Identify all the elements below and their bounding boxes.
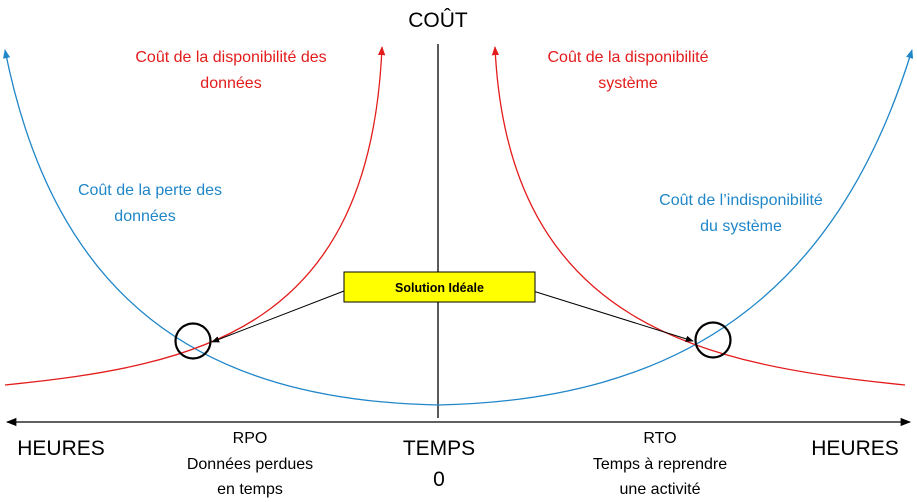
- blue-curve: [3, 49, 914, 406]
- system-unavailability-cost-label-line1: Coût de l’indisponibilité: [659, 192, 823, 209]
- rto-desc-line2: une activité: [620, 481, 701, 498]
- rto-title: RTO: [643, 430, 676, 447]
- rto-intersection-circle: [694, 321, 732, 359]
- ideal-solution-box: [343, 271, 536, 303]
- data-loss-cost-label-line1: Coût de la perte des: [78, 182, 222, 199]
- data-availability-cost-label-line2: données: [200, 75, 261, 92]
- y-axis-label: COÛT: [408, 9, 468, 32]
- system-availability-cost-label-line2: système: [598, 75, 658, 92]
- data-loss-cost-label-line2: données: [114, 208, 175, 225]
- ideal-to-rto-arrow: [532, 290, 694, 342]
- red-curve-left: [4, 46, 386, 386]
- system-unavailability-cost-label-line2: du système: [700, 218, 782, 235]
- system-availability-cost-label-line1: Coût de la disponibilité: [548, 49, 709, 66]
- ideal-solution-label: Solution Idéale: [395, 281, 484, 295]
- x-axis-right-label: HEURES: [811, 437, 899, 460]
- data-availability-cost-label-line1: Coût de la disponibilité des: [135, 49, 326, 66]
- x-axis-zero-label: 0: [433, 468, 445, 491]
- rpo-desc-line2: en temps: [217, 481, 283, 498]
- rpo-title: RPO: [233, 430, 268, 447]
- ideal-to-rpo-arrow: [211, 290, 345, 343]
- red-curve-right: [491, 46, 906, 386]
- rpo-intersection-circle: [174, 322, 212, 360]
- rpo-desc-line1: Données perdues: [187, 456, 313, 473]
- x-axis-center-label: TEMPS: [403, 437, 475, 460]
- rto-desc-line1: Temps à reprendre: [593, 456, 727, 473]
- x-axis-left-label: HEURES: [17, 437, 105, 460]
